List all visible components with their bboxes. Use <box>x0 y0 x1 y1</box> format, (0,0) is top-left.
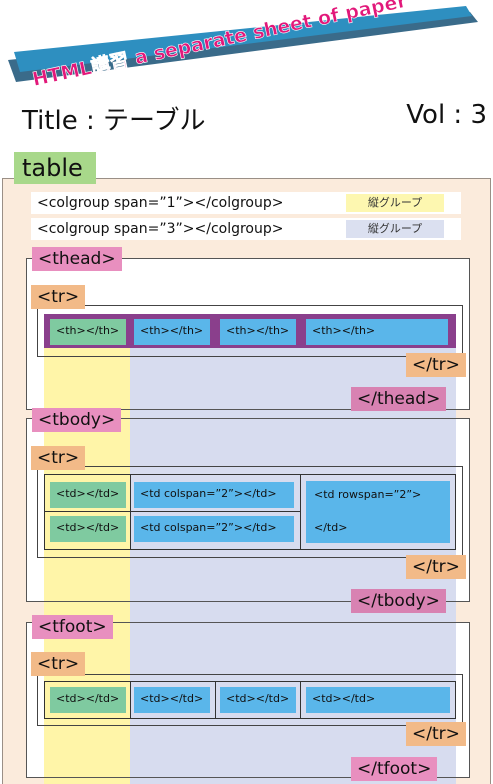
tfoot-section <box>26 622 470 778</box>
volume-number: Vol : 3 <box>406 100 487 130</box>
thead-close-tag: </thead> <box>351 387 447 411</box>
tbody-section <box>26 418 470 602</box>
tfoot-tr <box>37 674 463 726</box>
colgroup-tag-blue: 縦グループ <box>346 220 444 238</box>
colgroup-code: <colgroup span=”1”></colgroup> <box>37 195 284 211</box>
table-label: table <box>14 152 96 184</box>
th-cell-4: <th></th> <box>306 319 448 345</box>
tbody-tr-close-tag: </tr> <box>406 555 466 579</box>
thead-tr-open-tag: <tr> <box>31 285 86 309</box>
tfoot-tr-close-tag: </tr> <box>406 722 466 746</box>
colgroup-tag-yellow: 縦グループ <box>346 194 444 212</box>
tfoot-gridline-v2 <box>215 681 216 719</box>
thead-open-tag: <thead> <box>32 247 122 271</box>
tfoot-tr-open-tag: <tr> <box>31 652 86 676</box>
th-cell-1: <th></th> <box>50 319 126 345</box>
banner-3d-face <box>14 6 472 72</box>
tbody-tr <box>37 466 463 558</box>
tbody-gridline-v2 <box>300 474 301 550</box>
thead-tr <box>37 305 463 357</box>
td-rowspan-close: </td> <box>314 521 348 534</box>
tfoot-close-tag: </tfoot> <box>351 757 438 781</box>
colgroup-code: <colgroup span=”3”></colgroup> <box>37 221 284 237</box>
tbody-grid <box>44 474 456 550</box>
tfoot-grid <box>44 681 456 719</box>
td-rowspan-cell: <td rowspan=”2”> </td> <box>306 481 450 543</box>
tfoot-open-tag: <tfoot> <box>32 615 113 639</box>
td-cell-r1c1: <td></td> <box>50 482 126 508</box>
tf-cell-3: <td></td> <box>220 687 296 713</box>
td-rowspan-open: <td rowspan=”2”> <box>314 488 422 501</box>
tbody-close-tag: </tbody> <box>351 589 446 613</box>
tfoot-gridline-v3 <box>300 681 301 719</box>
td-cell-r2c1: <td></td> <box>50 516 126 542</box>
tf-cell-4: <td></td> <box>306 687 450 713</box>
tfoot-gridline-v1 <box>130 681 131 719</box>
tbody-gridline-v1 <box>130 474 131 550</box>
tbody-open-tag: <tbody> <box>32 408 122 432</box>
th-cell-3: <th></th> <box>220 319 296 345</box>
tf-cell-2: <td></td> <box>134 687 210 713</box>
tbody-gridline-h <box>44 511 300 512</box>
thead-tr-close-tag: </tr> <box>406 353 466 377</box>
page-title: Title : テーブル <box>22 106 206 136</box>
thead-section <box>26 258 470 410</box>
tf-cell-1: <td></td> <box>50 687 126 713</box>
td-colspan-r1: <td colspan=”2”></td> <box>134 482 294 508</box>
header-banner: HTML講習 a separate sheet of paper <box>8 0 478 91</box>
tbody-tr-open-tag: <tr> <box>31 446 86 470</box>
td-colspan-r2: <td colspan=”2”></td> <box>134 516 294 542</box>
th-cell-2: <th></th> <box>134 319 210 345</box>
